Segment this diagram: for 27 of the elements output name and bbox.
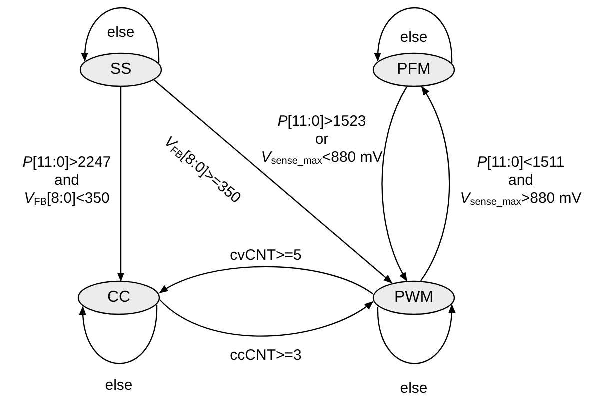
transition-arrow <box>160 300 374 337</box>
state-name: CC <box>107 289 131 307</box>
state-name: PFM <box>397 61 431 79</box>
state-ellipse <box>373 281 455 315</box>
edge-label: else <box>107 24 135 42</box>
transition-arrow <box>420 86 450 282</box>
state-ellipse <box>80 53 162 87</box>
transition-arrow <box>159 266 374 295</box>
edge-label: else <box>105 377 133 395</box>
edge-label: cvCNT>=5 <box>230 247 302 265</box>
transition-arrow <box>80 304 158 364</box>
state-name: PWM <box>394 289 434 307</box>
transition-arrow <box>117 87 125 282</box>
transition-arrow <box>374 7 453 64</box>
edge-label: P[11:0]<1511 and V$_{sense_max}$>880 mV <box>460 154 582 210</box>
transition-arrow <box>377 304 456 364</box>
transition-arrow <box>382 86 408 282</box>
edge-label: P[11:0]>2247 and V$_{FB}$[8:0]<350 <box>22 154 112 210</box>
edge-label: else <box>400 380 428 398</box>
state-ellipse <box>373 53 455 87</box>
edge-label: ccCNT>=3 <box>230 347 302 365</box>
state-ellipse <box>78 281 160 315</box>
edge-label: else <box>400 29 428 47</box>
state-name: SS <box>110 61 132 79</box>
transition-arrow <box>154 80 393 284</box>
edge-label: P[11:0]>1523 or V$_{sense_max}$<880 mV <box>261 113 383 169</box>
transition-arrow <box>82 7 160 64</box>
